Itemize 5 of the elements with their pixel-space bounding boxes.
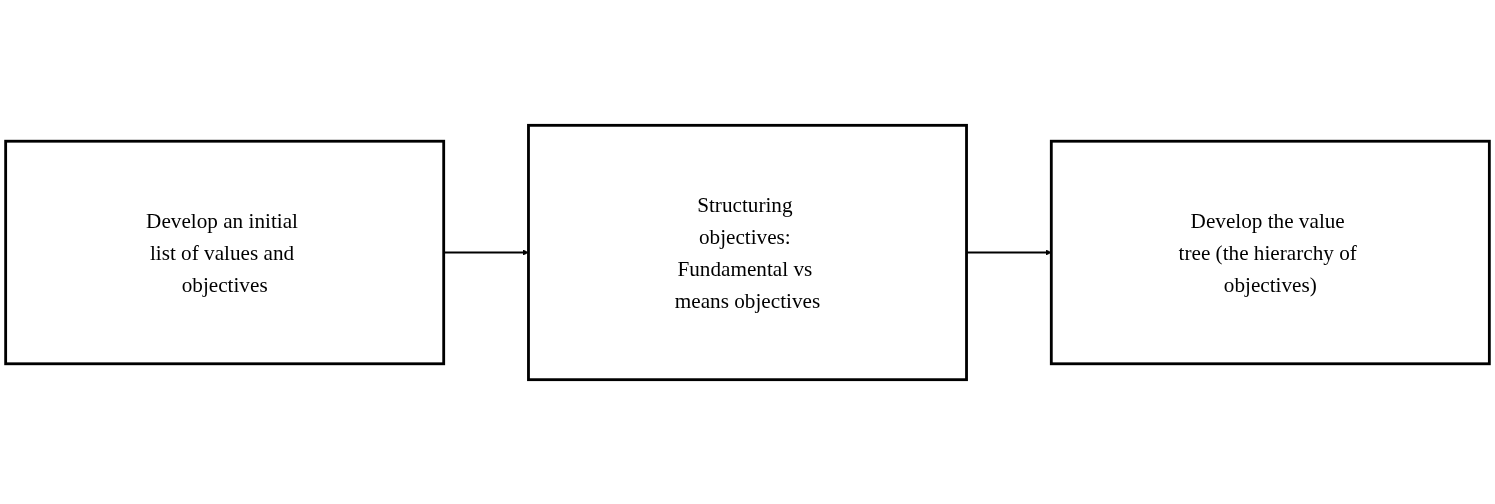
node-box: Structuring objectives: Fundamental vs means objectives: [527, 123, 968, 381]
node-box: Develop an initial list of values and objectives: [4, 139, 446, 365]
arrow: [443, 248, 529, 256]
node-box: Develop the value tree (the hierarchy of objectives): [1049, 139, 1491, 365]
arrow: [966, 248, 1052, 256]
